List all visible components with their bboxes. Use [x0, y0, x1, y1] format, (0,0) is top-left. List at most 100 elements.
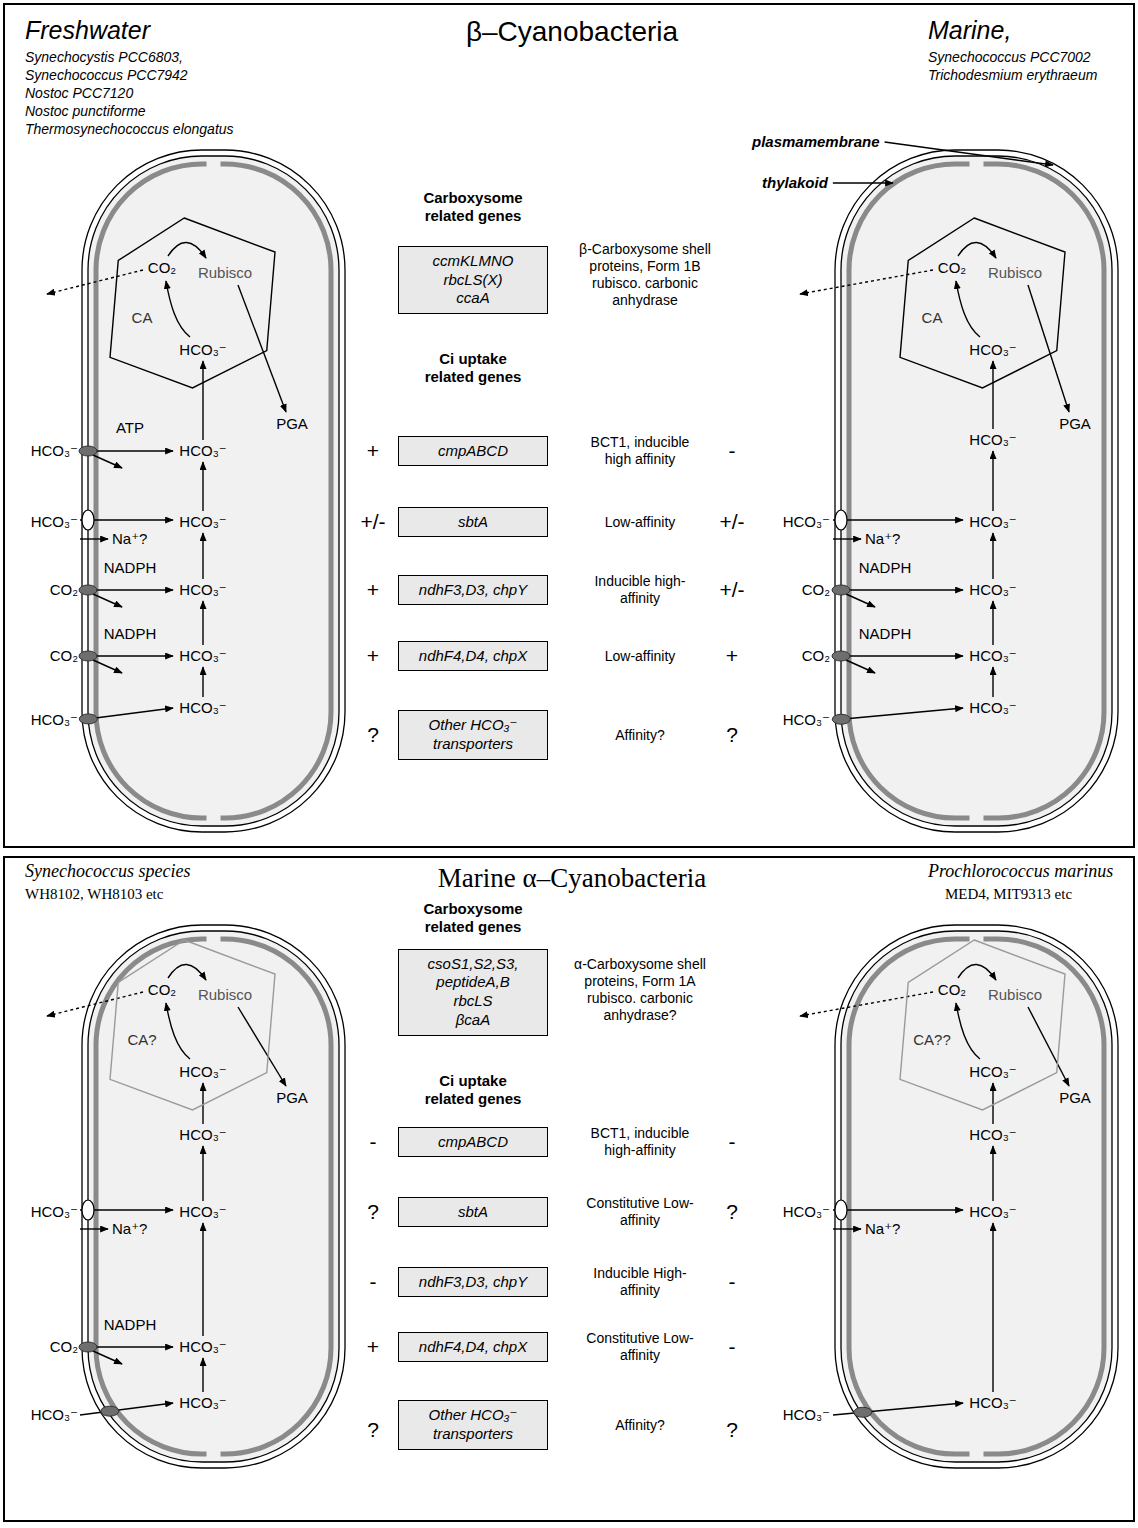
presence-sign: +/-: [719, 577, 744, 602]
flux-arrow: [202, 667, 203, 697]
species-name: Nostoc punctiforme: [25, 103, 146, 120]
species-name: Synechocystis PCC6803,: [25, 49, 183, 66]
presence-sign: +: [367, 1334, 379, 1359]
molecule-label: CO₂: [802, 647, 830, 665]
gene-box: sbtA: [398, 507, 548, 538]
leak-arrow: [47, 992, 143, 1016]
energy-arrow: [93, 660, 122, 673]
leak-arrow: [800, 270, 933, 294]
carboxysome-label: HCO₃⁻: [179, 1063, 226, 1081]
molecule-label: HCO₃⁻: [783, 1406, 830, 1424]
presence-sign: +: [367, 577, 379, 602]
molecule-label: HCO₃⁻: [179, 1126, 226, 1144]
molecule-label: HCO₃⁻: [969, 1126, 1016, 1144]
gene-description: BCT1, inducible high affinity: [580, 434, 700, 468]
plasma-membrane: [841, 156, 1112, 826]
leak-arrow: [800, 992, 933, 1016]
flux-arrow: [202, 1358, 203, 1392]
thylakoid-band: [221, 939, 332, 1454]
thylakoid-band: [849, 939, 970, 1454]
gene-box: ndhF4,D4, chpX: [398, 1332, 548, 1363]
carboxysome-label: CO₂: [148, 981, 176, 999]
gene-name: ndhF3,D3, chpY: [405, 1273, 541, 1292]
molecule-label: HCO₃⁻: [969, 647, 1016, 665]
group-heading: Prochlorococcus marinus: [928, 861, 1113, 883]
species-name: Thermosynechococcus elongatus: [25, 121, 234, 138]
thylakoid-band: [849, 164, 970, 818]
molecule-label: CO₂: [802, 581, 830, 599]
presence-sign: -: [729, 1129, 736, 1154]
gene-description: Constitutive Low-affinity: [580, 1330, 700, 1364]
molecule-label: HCO₃⁻: [179, 513, 226, 531]
section-heading: Carboxysome related genes: [416, 189, 531, 225]
plasma-membrane: [88, 931, 339, 1462]
molecule-label: HCO₃⁻: [31, 513, 78, 531]
molecule-label: HCO₃⁻: [179, 442, 226, 460]
ca-arrow: [166, 1003, 190, 1059]
panel-frame: Marine α–CyanobacteriaCO₂RubiscoCA?HCO₃⁻…: [3, 856, 1135, 1522]
carboxysome-label: CO₂: [938, 259, 966, 277]
transporter-symbol: [79, 714, 97, 724]
hexagon-outline: [900, 218, 1065, 388]
gene-description: β-Carboxysome shell proteins, Form 1B ru…: [575, 241, 715, 308]
gene-box: ndhF3,D3, chpY: [398, 1267, 548, 1298]
panel-title: β–Cyanobacteria: [466, 15, 678, 49]
energy-arrow: [93, 594, 122, 607]
uptake-arrow: [833, 519, 963, 520]
gene-name: sbtA: [405, 513, 541, 532]
gene-description: Inducible High-affinity: [580, 1265, 700, 1299]
molecule-label: HCO₃⁻: [783, 1203, 830, 1221]
gene-name: βcaA: [405, 1011, 541, 1030]
gene-box: ndhF3,D3, chpY: [398, 575, 548, 606]
hexagon-outline: [900, 940, 1065, 1110]
hexagon-outline: [110, 940, 275, 1110]
molecule-label: PGA: [1059, 1089, 1091, 1107]
thylakoid-band: [96, 939, 207, 1454]
flux-arrow: [992, 361, 993, 429]
presence-sign: +: [367, 438, 379, 463]
molecule-label: NADPH: [859, 559, 912, 577]
transporter-symbol: [832, 585, 850, 595]
group-heading: Synechococcus species: [25, 861, 190, 883]
section-heading: Ci uptake related genes: [416, 350, 531, 386]
molecule-label: HCO₃⁻: [179, 1203, 226, 1221]
molecule-label: HCO₃⁻: [783, 711, 830, 729]
cell-wall: [82, 150, 345, 832]
gene-description: Low-affinity: [580, 648, 700, 665]
group-heading: Freshwater: [25, 15, 150, 45]
molecule-label: PGA: [276, 1089, 308, 1107]
sodium-arrow: [80, 1228, 108, 1229]
fixation-arrow: [168, 242, 206, 258]
molecule-label: HCO₃⁻: [179, 1338, 226, 1356]
species-name: Trichodesmium erythraeum: [928, 67, 1097, 84]
leader-arrow: [885, 142, 1053, 165]
cell-drawings: [47, 142, 1118, 1468]
molecule-label: CO₂: [50, 581, 78, 599]
transporter-symbol: [101, 1406, 119, 1416]
uptake-arrow: [833, 1209, 963, 1210]
carboxysome-label: CA?: [127, 1031, 156, 1049]
thylakoid-band: [96, 164, 207, 818]
presence-sign: -: [729, 1334, 736, 1359]
cell-wall: [835, 925, 1118, 1468]
rubisco-arrow: [1028, 1007, 1069, 1086]
molecule-label: Na⁺?: [112, 530, 147, 548]
gene-box: cmpABCD: [398, 436, 548, 467]
strain-list: MED4, MIT9313 etc: [945, 885, 1072, 903]
carboxysome-hexagon: CO₂RubiscoCA?HCO₃⁻: [110, 940, 275, 1110]
flux-arrow: [202, 601, 203, 645]
molecule-label: HCO₃⁻: [179, 581, 226, 599]
molecule-label: HCO₃⁻: [31, 1406, 78, 1424]
presence-sign: ?: [726, 722, 738, 747]
gene-name: rbcLS(X): [405, 271, 541, 290]
sodium-arrow: [80, 538, 108, 539]
fixation-arrow: [168, 964, 206, 980]
part-label: thylakoid: [762, 174, 828, 192]
presence-sign: -: [729, 1269, 736, 1294]
sodium-arrow: [833, 538, 861, 539]
carboxysome-label: Rubisco: [198, 264, 252, 282]
sodium-transporter: [82, 1200, 94, 1220]
gene-box: cmpABCD: [398, 1127, 548, 1158]
